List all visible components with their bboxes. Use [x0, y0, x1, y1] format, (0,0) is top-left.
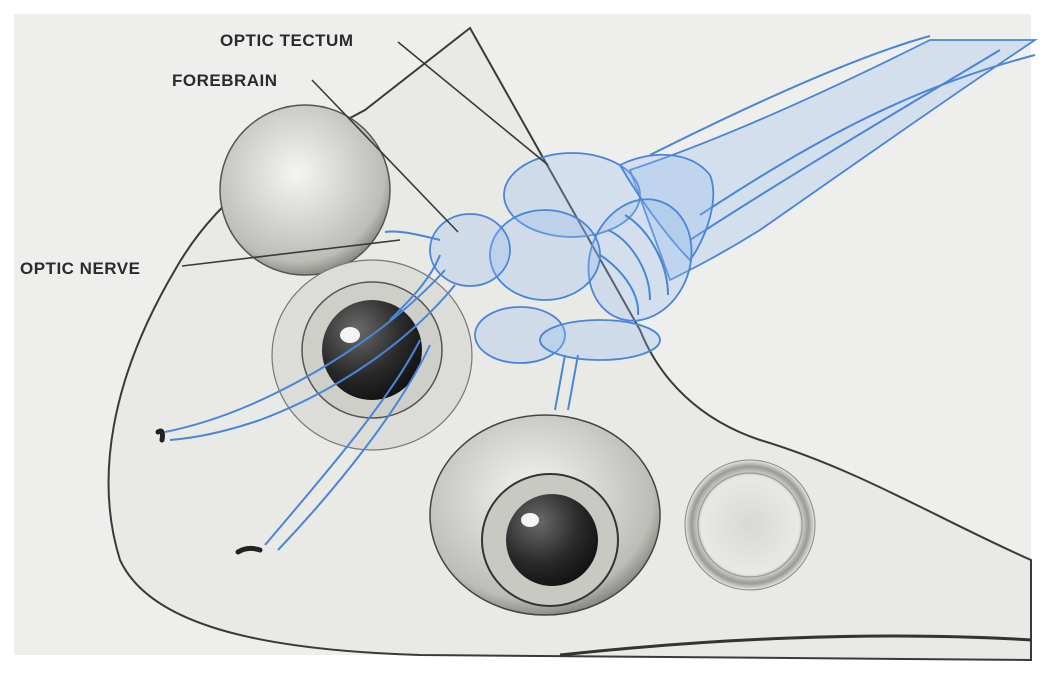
head-bud-upper	[220, 105, 390, 275]
forebrain	[430, 214, 510, 286]
tympanum	[685, 460, 815, 590]
lower-eye-highlight	[521, 513, 539, 527]
label-optic-nerve: OPTIC NERVE	[20, 259, 140, 278]
upper-eye-highlight	[340, 327, 360, 343]
ventral-lobe	[540, 320, 660, 360]
label-forebrain: FOREBRAIN	[172, 71, 278, 90]
label-optic-tectum: OPTIC TECTUM	[220, 31, 354, 50]
upper-eye-pupil	[322, 300, 422, 400]
lower-eye-pupil	[506, 494, 598, 586]
